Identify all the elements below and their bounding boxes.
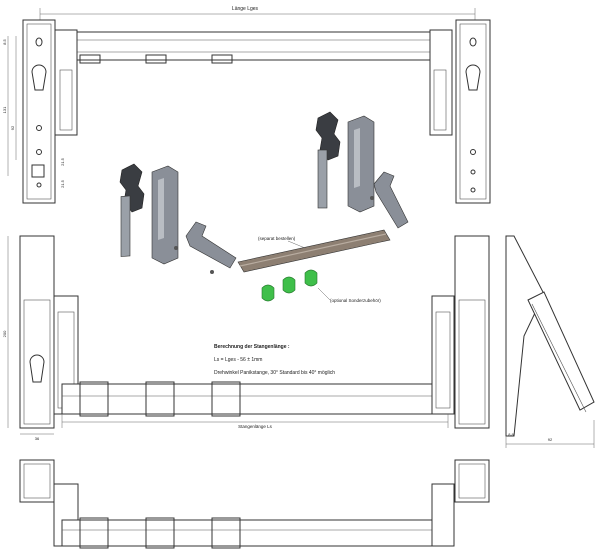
svg-text:92: 92 bbox=[548, 437, 553, 442]
bar-length-label: Stangenlänge Ls bbox=[238, 424, 273, 429]
right-mounting-plate bbox=[455, 19, 491, 204]
cylinder-cutout-icon bbox=[31, 64, 47, 91]
bottom-bar bbox=[61, 519, 449, 547]
svg-text:21.5: 21.5 bbox=[60, 157, 65, 166]
side-view: 92 8.8 bbox=[505, 235, 595, 448]
front-left-plate bbox=[19, 235, 55, 429]
top-view: Länge Lges 8.5 131 92 21.5 21.5 bbox=[2, 6, 491, 204]
separately-order-label: (separat bestellen) bbox=[258, 236, 296, 241]
green-clips bbox=[261, 269, 318, 302]
calculation-note: Drehwinkel Panikstange, 30° Standard bis… bbox=[214, 370, 335, 376]
handle-lever-right bbox=[373, 171, 409, 229]
escutcheon-left bbox=[151, 165, 179, 265]
svg-text:8.8: 8.8 bbox=[508, 432, 514, 437]
optional-accessory-label: (optional Sonderzubehör) bbox=[330, 298, 381, 303]
lock-mechanism-right bbox=[315, 111, 341, 161]
svg-text:200: 200 bbox=[2, 330, 7, 337]
front-view: 200 36 Stangenlänge Ls Berechnung der St… bbox=[2, 235, 490, 441]
exploded-parts: (separat bestellen) (optional Sonderzube… bbox=[119, 111, 409, 303]
top-bar bbox=[61, 31, 448, 61]
side-plate bbox=[505, 235, 545, 437]
total-length-label: Länge Lges bbox=[232, 6, 259, 12]
front-right-plate bbox=[454, 235, 490, 429]
bottom-left-plate bbox=[19, 459, 55, 503]
svg-text:21.5: 21.5 bbox=[60, 179, 65, 188]
calculation-formula: Ls = Lges - 56 ± 1mm bbox=[214, 357, 262, 363]
svg-text:36: 36 bbox=[35, 436, 40, 441]
front-bar bbox=[61, 383, 449, 415]
handle-lever-left bbox=[185, 221, 237, 269]
svg-text:92: 92 bbox=[10, 125, 15, 130]
side-lever bbox=[527, 291, 595, 411]
calculation-heading: Berechnung der Stangenlänge : bbox=[214, 344, 290, 350]
svg-text:8.5: 8.5 bbox=[2, 38, 7, 44]
front-cylinder-cutout-icon bbox=[29, 354, 45, 383]
left-mounting-plate bbox=[22, 19, 56, 204]
panic-bar bbox=[237, 229, 391, 273]
bottom-view bbox=[19, 459, 490, 549]
bottom-right-plate bbox=[454, 459, 490, 503]
svg-text:131: 131 bbox=[2, 106, 7, 113]
